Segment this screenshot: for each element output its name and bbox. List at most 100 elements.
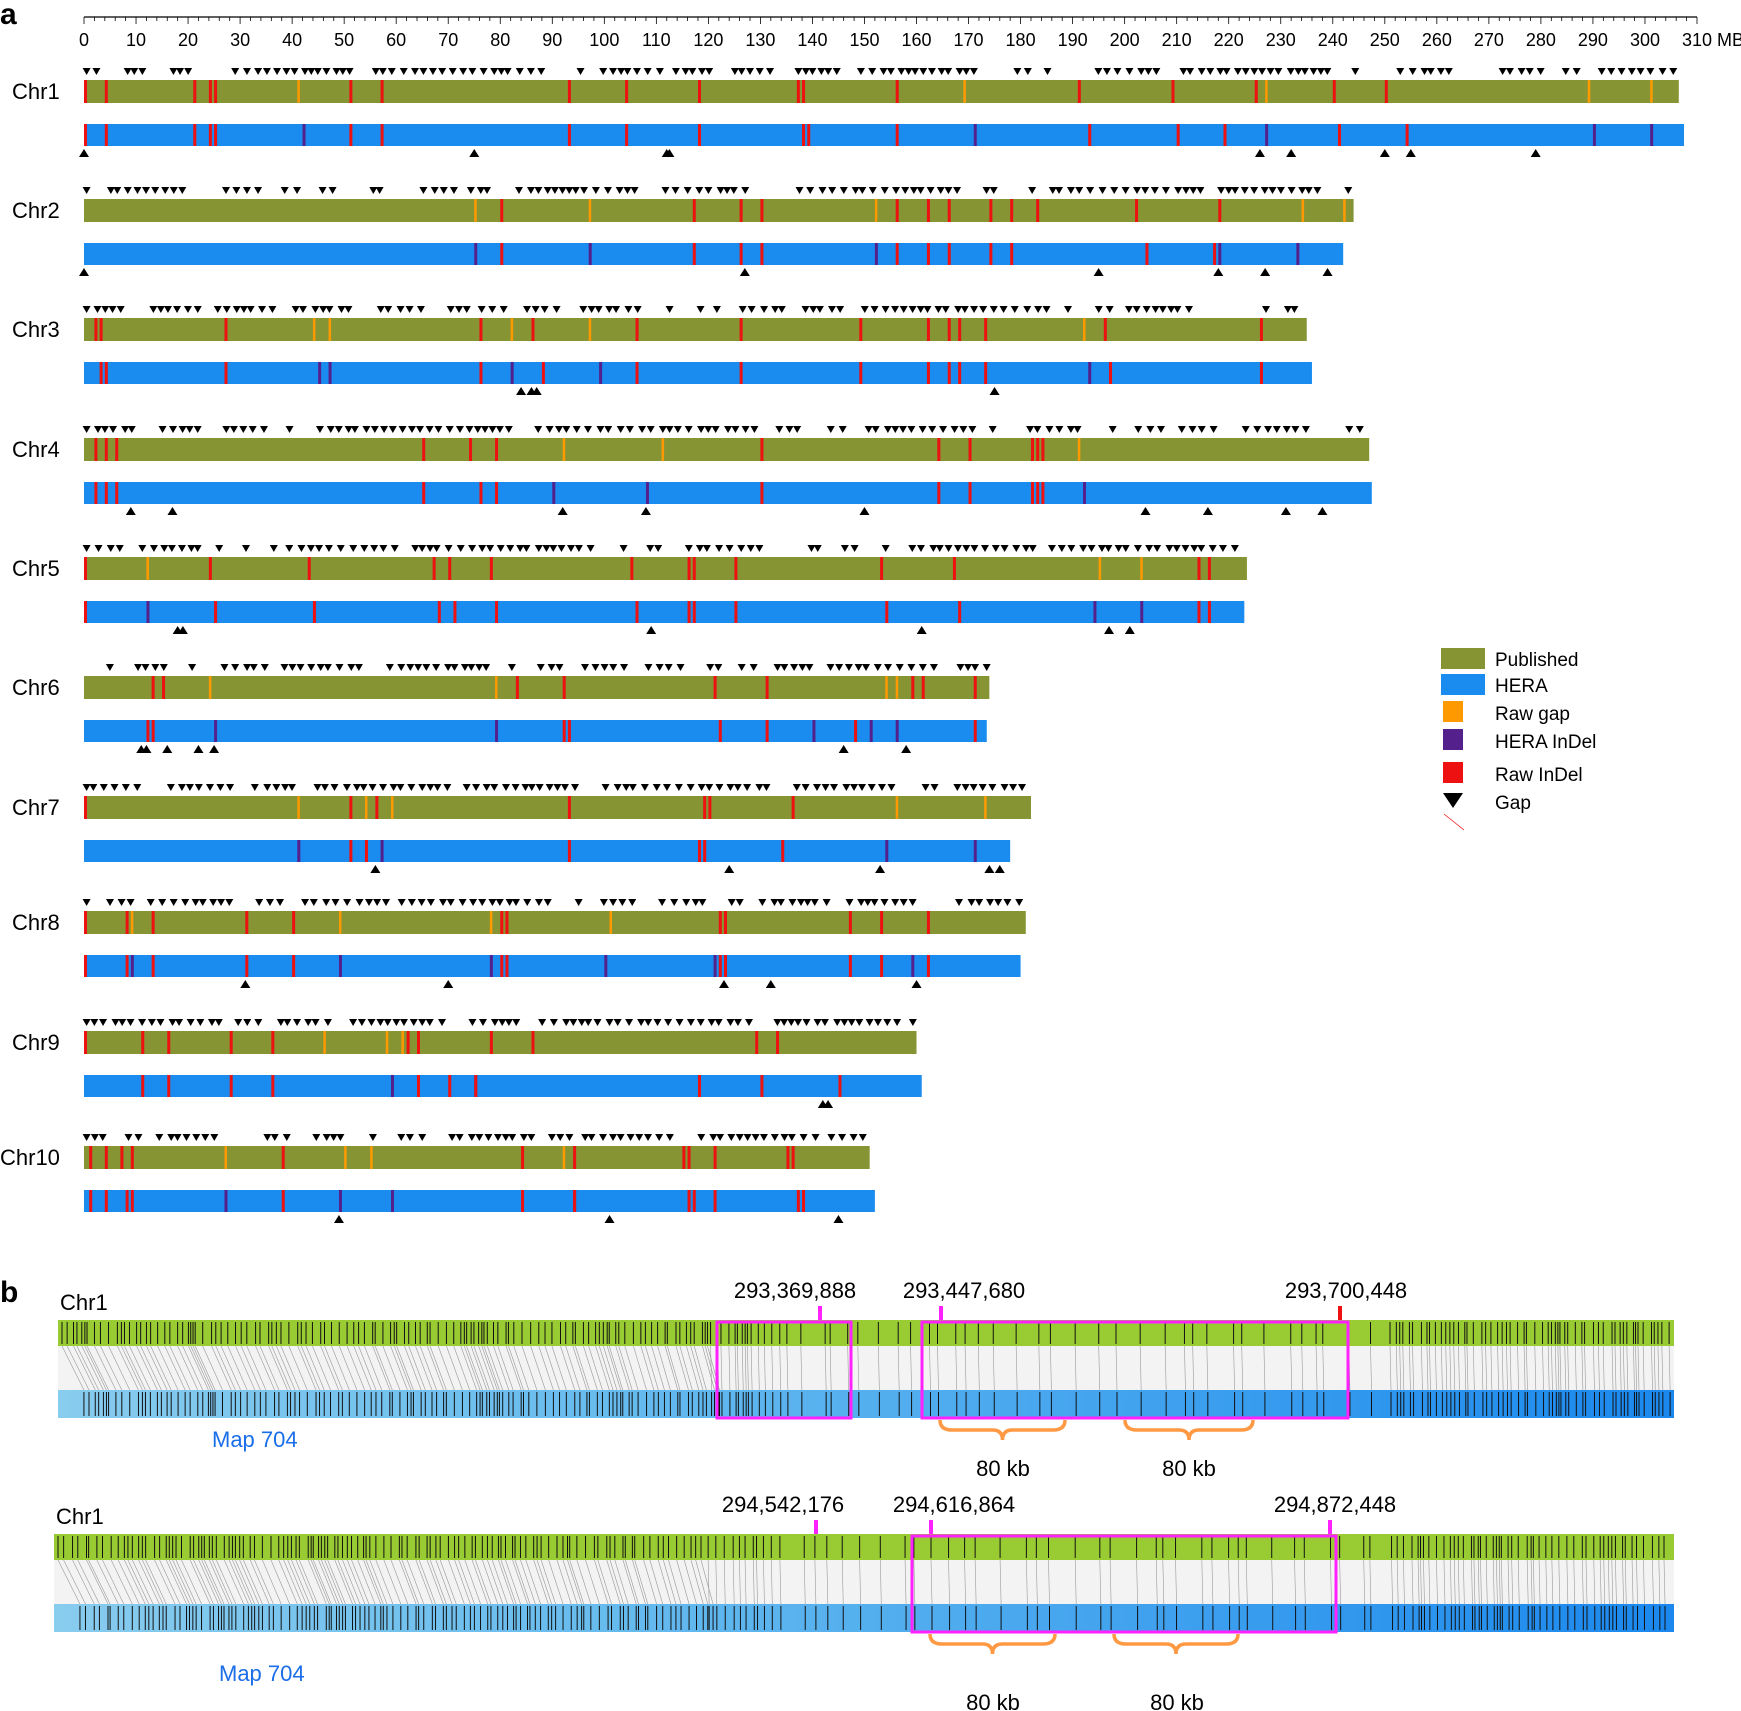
- alignment-link: [514, 1559, 531, 1605]
- raw-indel-mark: [723, 955, 727, 977]
- alignment-link: [1294, 1559, 1296, 1605]
- alignment-link: [597, 1559, 612, 1605]
- gap-marker: [210, 1134, 219, 1141]
- hera-indel-mark: [604, 955, 608, 977]
- gap-marker: [746, 68, 755, 75]
- alignment-link: [415, 1559, 433, 1605]
- gap-marker: [615, 187, 624, 194]
- gap-marker: [1217, 187, 1226, 194]
- gap-marker: [628, 784, 637, 791]
- alignment-link: [1471, 1559, 1473, 1605]
- alignment-link: [73, 1345, 96, 1391]
- gap-marker: [553, 784, 562, 791]
- alignment-link: [1048, 1559, 1050, 1605]
- raw-gap-mark: [1587, 80, 1591, 103]
- alignment-link: [475, 1559, 492, 1605]
- alignment-link: [1538, 1559, 1541, 1605]
- gap-marker: [323, 1019, 332, 1026]
- alignment-link: [500, 1559, 517, 1605]
- alignment-link: [136, 1345, 158, 1391]
- gap-marker: [291, 306, 300, 313]
- alignment-link: [643, 1559, 657, 1605]
- brace-label: 80 kb: [966, 1690, 1020, 1711]
- alignment-link: [786, 1345, 789, 1391]
- gap-marker: [367, 1019, 376, 1026]
- raw-indel-mark: [760, 482, 764, 504]
- alignment-link: [1517, 1559, 1520, 1605]
- raw-indel-mark: [625, 124, 629, 146]
- gap-marker: [953, 187, 962, 194]
- alignment-link: [243, 1559, 263, 1605]
- raw-indel-mark: [880, 955, 884, 977]
- gap-marker: [1172, 545, 1181, 552]
- gap-marker: [955, 899, 964, 906]
- published-bar: [84, 676, 990, 699]
- hera-indel-mark: [973, 124, 977, 146]
- alignment-link: [800, 1345, 803, 1391]
- gap-marker: [907, 664, 916, 671]
- gap-marker: [319, 306, 328, 313]
- raw-indel-mark: [120, 1146, 124, 1169]
- raw-indel-mark: [162, 676, 166, 699]
- gap-marker: [186, 1019, 195, 1026]
- gap-marker: [149, 306, 158, 313]
- alignment-link: [964, 1345, 967, 1391]
- raw-indel-mark: [1207, 557, 1211, 580]
- gap-marker: [415, 426, 424, 433]
- alignment-link: [1389, 1345, 1392, 1391]
- hera-gap-marker: [370, 865, 381, 873]
- alignment-link: [418, 1559, 436, 1605]
- raw-indel-mark: [1337, 124, 1341, 146]
- gap-marker: [241, 545, 250, 552]
- hera-gap-marker: [1379, 149, 1390, 157]
- gap-marker: [857, 784, 866, 791]
- gap-marker: [558, 187, 567, 194]
- raw-indel-mark: [567, 796, 571, 819]
- gap-marker: [743, 784, 752, 791]
- gap-marker: [880, 187, 889, 194]
- alignment-link: [707, 1559, 710, 1605]
- gap-marker: [682, 899, 691, 906]
- alignment-link: [632, 1559, 646, 1605]
- alignment-link: [1363, 1559, 1366, 1605]
- gap-marker: [287, 784, 296, 791]
- gap-marker: [193, 306, 202, 313]
- gap-marker: [698, 68, 707, 75]
- raw-indel-mark: [848, 955, 852, 977]
- alignment-link: [948, 1559, 950, 1605]
- gap-marker: [345, 68, 354, 75]
- gap-marker: [432, 664, 441, 671]
- ruler-unit-label: MB: [1717, 30, 1741, 50]
- gap-marker: [175, 1019, 184, 1026]
- gap-marker: [365, 899, 374, 906]
- gap-marker: [711, 426, 720, 433]
- hera-indel-mark: [224, 1190, 228, 1212]
- gap-marker: [892, 187, 901, 194]
- alignment-link: [747, 1345, 749, 1391]
- alignment-link: [198, 1559, 219, 1605]
- raw-indel-mark: [708, 796, 712, 819]
- gap-marker: [619, 545, 628, 552]
- gap-marker: [873, 664, 882, 671]
- gap-marker: [368, 1134, 377, 1141]
- alignment-link: [1420, 1559, 1422, 1605]
- chromosome-chr6: Chr6: [12, 664, 991, 753]
- alignment-link: [878, 1345, 880, 1391]
- gap-marker: [290, 68, 299, 75]
- coordinate-tick: [939, 1306, 943, 1320]
- coordinate-label: 294,872,448: [1274, 1492, 1396, 1517]
- alignment-link: [192, 1345, 214, 1391]
- gap-marker: [384, 306, 393, 313]
- alignment-link: [150, 1345, 172, 1391]
- gap-marker: [177, 545, 186, 552]
- gap-marker: [1266, 68, 1275, 75]
- raw-indel-mark: [208, 124, 212, 146]
- raw-indel-mark: [802, 80, 806, 103]
- raw-gap-mark: [609, 911, 613, 934]
- coordinate-tick: [1338, 1306, 1342, 1320]
- alignment-link: [1115, 1345, 1118, 1391]
- gap-marker: [964, 664, 973, 671]
- gap-marker: [418, 545, 427, 552]
- chromosome-chr10: Chr10: [0, 1134, 875, 1223]
